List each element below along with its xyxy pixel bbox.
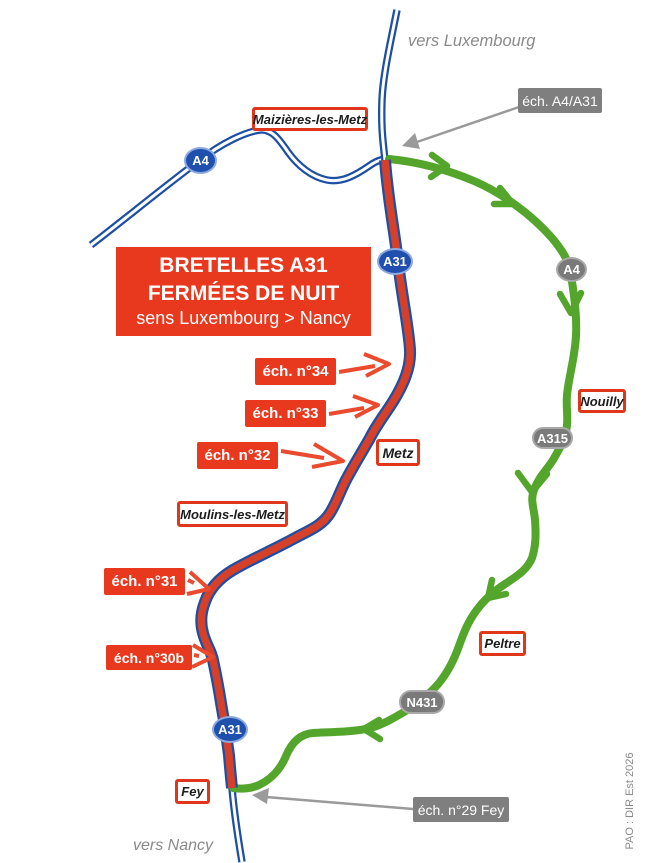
arrow-ech-a4-a31 bbox=[402, 105, 520, 149]
badge-a31-lower: A31 bbox=[212, 716, 248, 743]
exit-callout-n30b: éch. n°30b bbox=[106, 645, 192, 670]
arrow-ech-n33 bbox=[328, 394, 380, 419]
detour-chevron bbox=[427, 151, 451, 181]
place-label-fey: Fey bbox=[175, 779, 210, 804]
badge-a4-detour: A4 bbox=[556, 257, 587, 282]
exit-callout-n32: éch. n°32 bbox=[197, 442, 278, 469]
badge-a4-motorway: A4 bbox=[184, 147, 217, 174]
place-label-nouilly: Nouilly bbox=[578, 389, 626, 413]
direction-label-nancy: vers Nancy bbox=[133, 837, 214, 854]
title-line-2: FERMÉES DE NUIT bbox=[147, 281, 340, 305]
closure-title-box: BRETELLES A31 FERMÉES DE NUIT sens Luxem… bbox=[116, 247, 371, 336]
place-label-metz: Metz bbox=[376, 439, 420, 466]
badge-n431-detour: N431 bbox=[399, 690, 445, 714]
arrow-ech-n29 bbox=[252, 788, 414, 811]
badge-a31-upper: A31 bbox=[377, 248, 413, 275]
a4-road bbox=[88, 126, 388, 248]
arrow-ech-n31 bbox=[186, 570, 211, 596]
title-line-1: BRETELLES A31 bbox=[159, 253, 328, 277]
detour-chevron bbox=[360, 716, 384, 743]
arrow-ech-n32 bbox=[280, 442, 345, 469]
a31-closed-section bbox=[195, 159, 417, 789]
place-label-peltre: Peltre bbox=[479, 631, 526, 656]
exit-callout-n33: éch. n°33 bbox=[245, 400, 326, 427]
detour-chevron bbox=[490, 184, 517, 208]
place-label-moulins: Moulins-les-Metz bbox=[177, 501, 288, 527]
direction-label-luxembourg: vers Luxembourg bbox=[408, 32, 536, 50]
badge-a315-detour: A315 bbox=[532, 427, 573, 449]
credit-text: PAO : DIR Est 2026 bbox=[624, 752, 636, 850]
detour-chevron bbox=[556, 289, 585, 317]
detour-chevron bbox=[514, 469, 551, 496]
detour-chevron bbox=[484, 576, 510, 602]
exit-callout-n29-fey: éch. n°29 Fey bbox=[413, 797, 509, 822]
exit-callout-a4-a31: éch. A4/A31 bbox=[518, 88, 602, 113]
title-line-3: sens Luxembourg > Nancy bbox=[136, 308, 351, 329]
place-label-maizieres: Maizières-les-Metz bbox=[252, 107, 368, 131]
arrow-ech-n34 bbox=[338, 352, 391, 378]
exit-callout-n34: éch. n°34 bbox=[255, 358, 336, 385]
arrow-ech-n30b bbox=[191, 643, 215, 669]
exit-callout-n31: éch. n°31 bbox=[104, 568, 185, 595]
